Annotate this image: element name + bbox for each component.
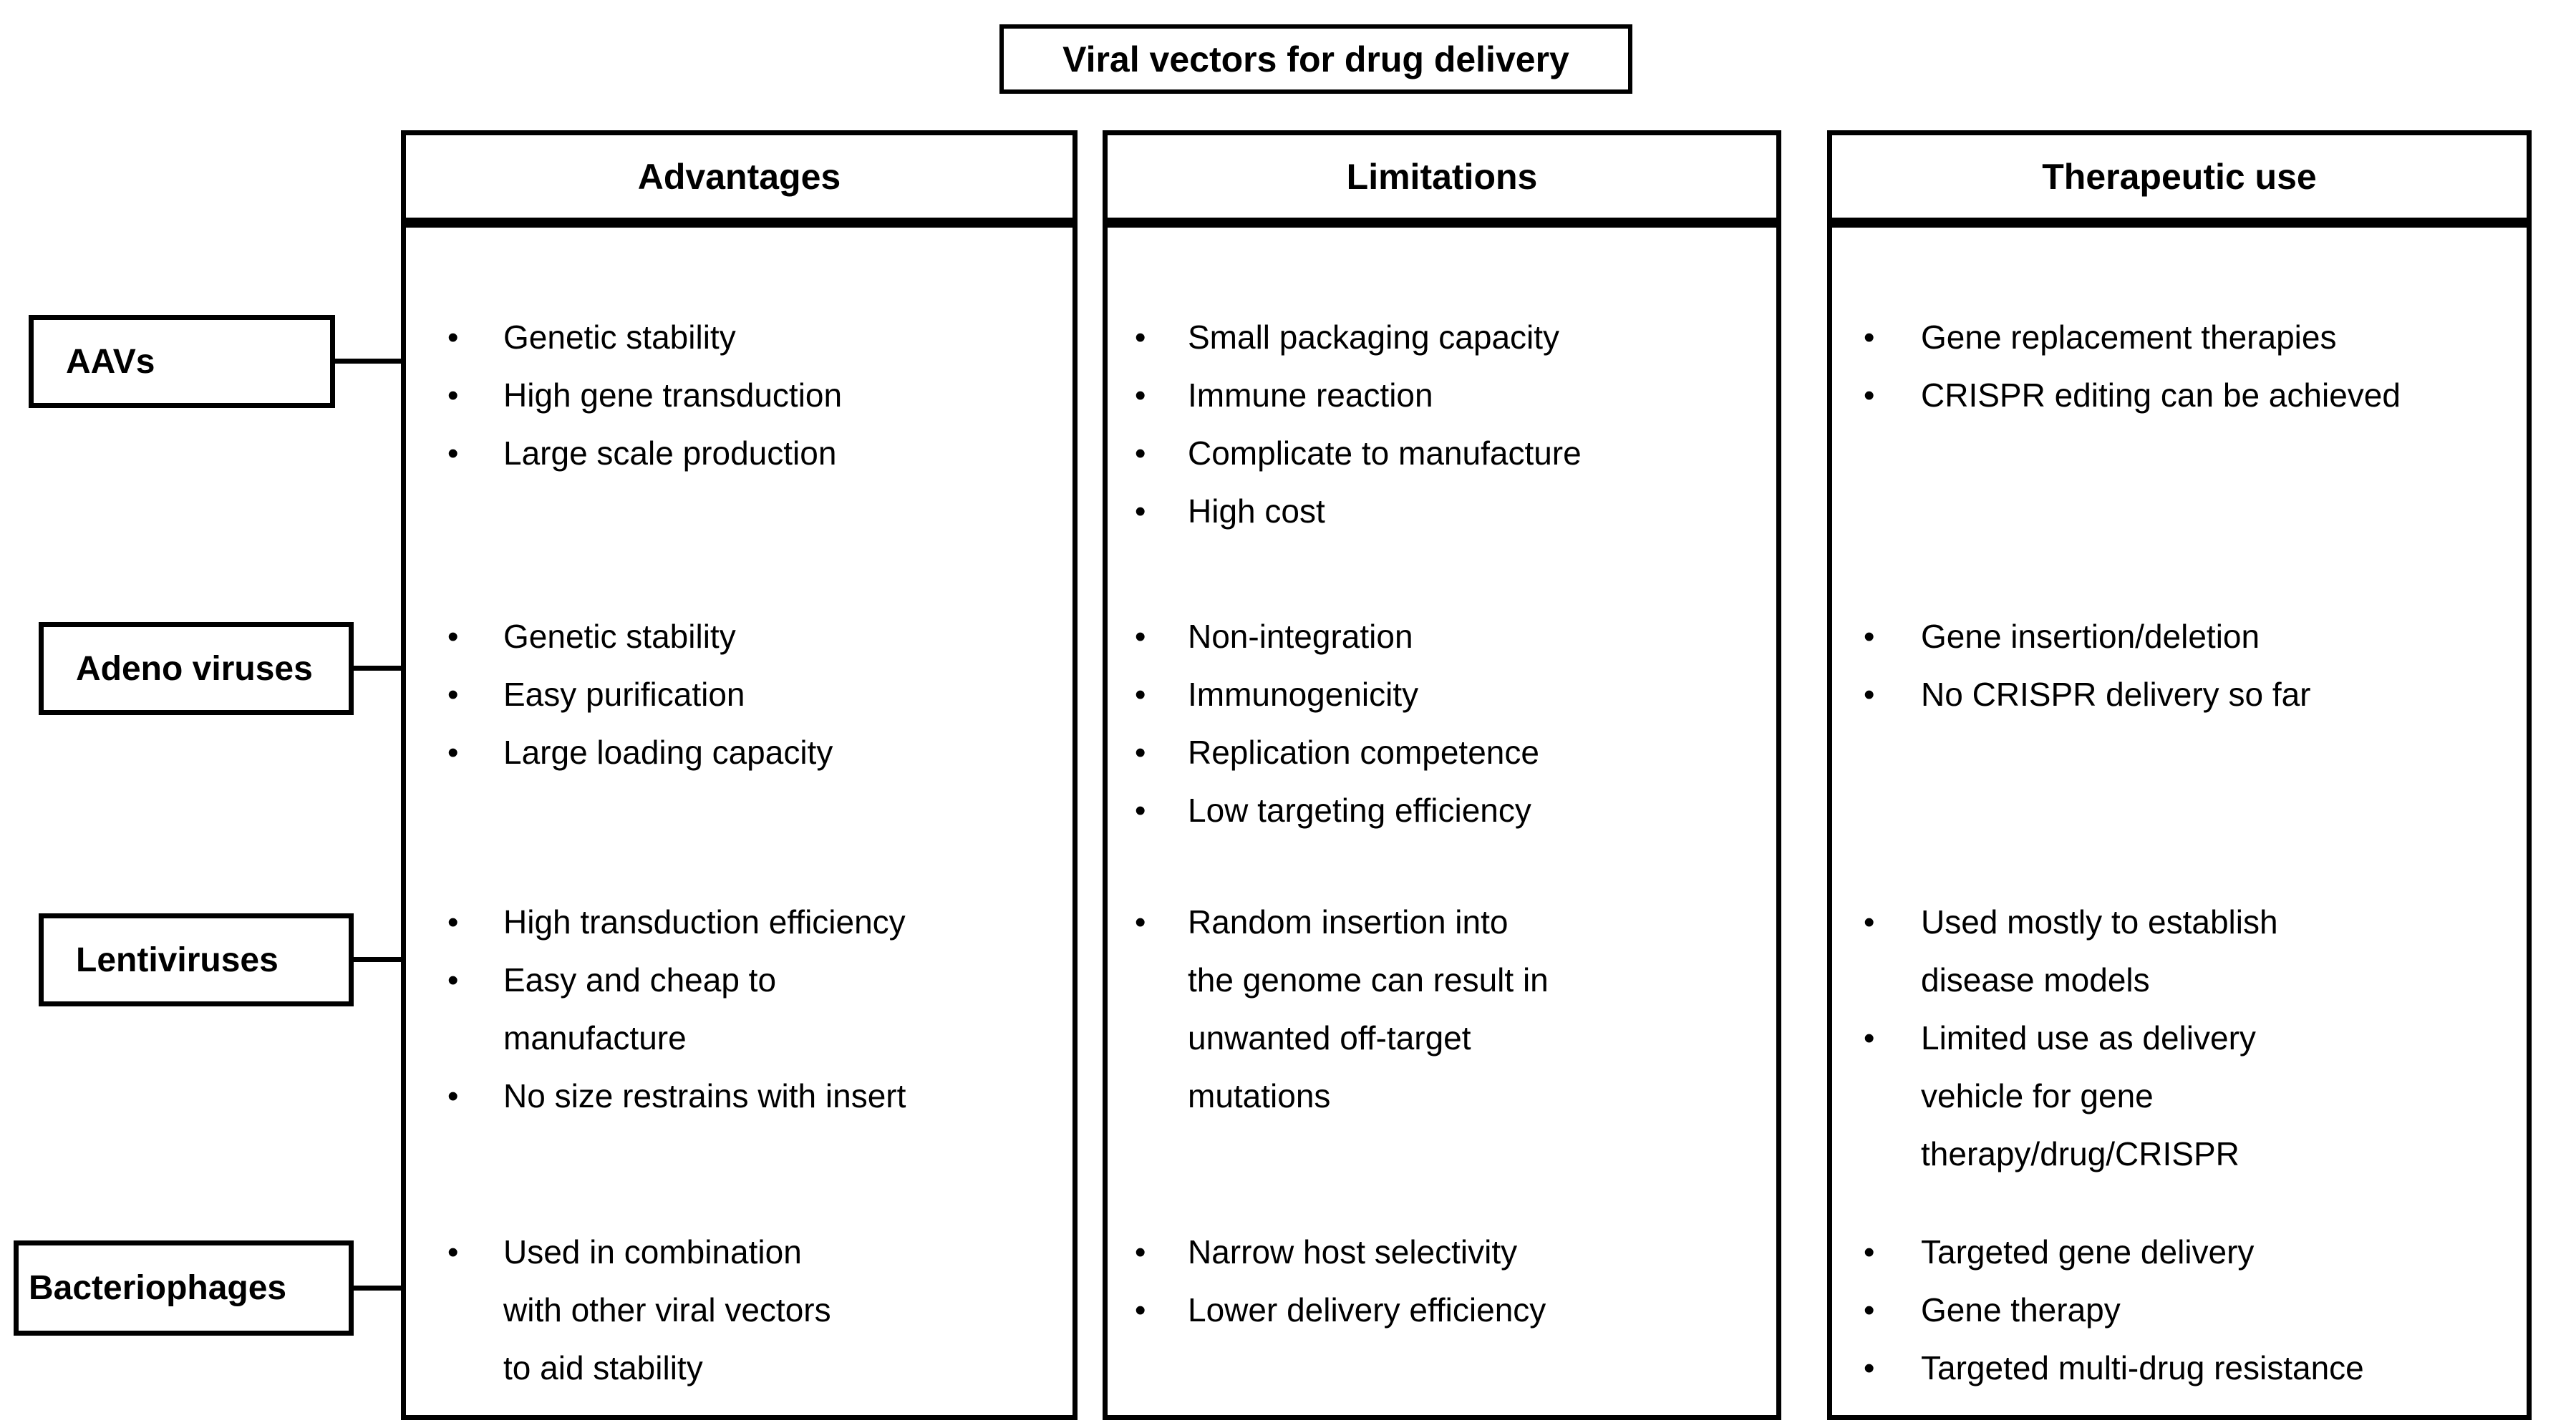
therapeutic-bacteriophages-list: Targeted gene deliveryGene therapyTarget… (1832, 1223, 2527, 1397)
connector-line-bacteriophages (351, 1286, 402, 1291)
advantages-bacteriophages-list: Used in combination with other viral vec… (406, 1223, 1072, 1397)
bullet-item: Used mostly to establish disease models (1832, 893, 2527, 1009)
limitations-bacteriophages-list: Narrow host selectivityLower delivery ef… (1108, 1223, 1776, 1339)
bullet-item: Limited use as delivery vehicle for gene… (1832, 1009, 2527, 1183)
bullet-item: Small packaging capacity (1108, 309, 1776, 366)
connector-line-aavs (332, 359, 402, 364)
page-title: Viral vectors for drug delivery (1062, 39, 1569, 79)
bullet-item: No size restrains with insert (406, 1067, 1072, 1125)
bullet-item: Gene therapy (1832, 1281, 2527, 1339)
column-limitations: Limitations Small packaging capacityImmu… (1103, 130, 1781, 1420)
therapeutic-lentiviruses-list: Used mostly to establish disease modelsL… (1832, 893, 2527, 1183)
row-label-lentiviruses: Lentiviruses (76, 941, 279, 979)
bullet-item: Gene replacement therapies (1832, 309, 2527, 366)
bullet-item: Easy purification (406, 666, 1072, 724)
bullet-item: Targeted multi-drug resistance (1832, 1339, 2527, 1397)
bullet-item: No CRISPR delivery so far (1832, 666, 2527, 724)
page-title-box: Viral vectors for drug delivery (999, 24, 1632, 94)
column-advantages: Advantages Genetic stabilityHigh gene tr… (401, 130, 1078, 1420)
row-label-box-bacteriophages: Bacteriophages (14, 1240, 354, 1336)
bullet-item: Random insertion into the genome can res… (1108, 893, 1776, 1125)
bullet-item: Targeted gene delivery (1832, 1223, 2527, 1281)
column-header-limitations: Limitations (1108, 135, 1776, 228)
therapeutic-adeno-list: Gene insertion/deletionNo CRISPR deliver… (1832, 608, 2527, 724)
bullet-item: Genetic stability (406, 309, 1072, 366)
row-label-adeno-viruses: Adeno viruses (76, 649, 313, 688)
bullet-item: CRISPR editing can be achieved (1832, 366, 2527, 424)
advantages-aavs-list: Genetic stabilityHigh gene transductionL… (406, 309, 1072, 482)
bullet-item: Replication competence (1108, 724, 1776, 782)
limitations-adeno-list: Non-integrationImmunogenicityReplication… (1108, 608, 1776, 840)
limitations-aavs-list: Small packaging capacityImmune reactionC… (1108, 309, 1776, 540)
bullet-item: Lower delivery efficiency (1108, 1281, 1776, 1339)
bullet-item: Immune reaction (1108, 366, 1776, 424)
row-label-box-adeno-viruses: Adeno viruses (39, 622, 354, 715)
bullet-item: Large loading capacity (406, 724, 1072, 782)
column-header-label: Therapeutic use (2042, 156, 2317, 197)
connector-line-adeno-viruses (351, 666, 402, 671)
therapeutic-aavs-list: Gene replacement therapiesCRISPR editing… (1832, 309, 2527, 424)
column-header-advantages: Advantages (406, 135, 1072, 228)
row-label-box-aavs: AAVs (29, 315, 335, 408)
column-header-label: Limitations (1346, 156, 1538, 197)
bullet-item: Non-integration (1108, 608, 1776, 666)
bullet-item: Narrow host selectivity (1108, 1223, 1776, 1281)
bullet-item: Large scale production (406, 424, 1072, 482)
bullet-item: High gene transduction (406, 366, 1072, 424)
row-label-aavs: AAVs (66, 342, 155, 381)
connector-line-lentiviruses (351, 957, 402, 962)
bullet-item: High transduction efficiency (406, 893, 1072, 951)
row-label-bacteriophages: Bacteriophages (29, 1269, 287, 1307)
advantages-lentiviruses-list: High transduction efficiencyEasy and che… (406, 893, 1072, 1125)
column-therapeutic-use: Therapeutic use Gene replacement therapi… (1827, 130, 2532, 1420)
column-header-therapeutic-use: Therapeutic use (1832, 135, 2527, 228)
advantages-adeno-list: Genetic stabilityEasy purificationLarge … (406, 608, 1072, 782)
bullet-item: Gene insertion/deletion (1832, 608, 2527, 666)
bullet-item: Genetic stability (406, 608, 1072, 666)
column-header-label: Advantages (637, 156, 841, 197)
bullet-item: Low targeting efficiency (1108, 782, 1776, 840)
bullet-item: Complicate to manufacture (1108, 424, 1776, 482)
limitations-lentiviruses-list: Random insertion into the genome can res… (1108, 893, 1776, 1125)
row-label-box-lentiviruses: Lentiviruses (39, 913, 354, 1006)
bullet-item: Immunogenicity (1108, 666, 1776, 724)
bullet-item: High cost (1108, 482, 1776, 540)
bullet-item: Easy and cheap to manufacture (406, 951, 1072, 1067)
bullet-item: Used in combination with other viral vec… (406, 1223, 1072, 1397)
